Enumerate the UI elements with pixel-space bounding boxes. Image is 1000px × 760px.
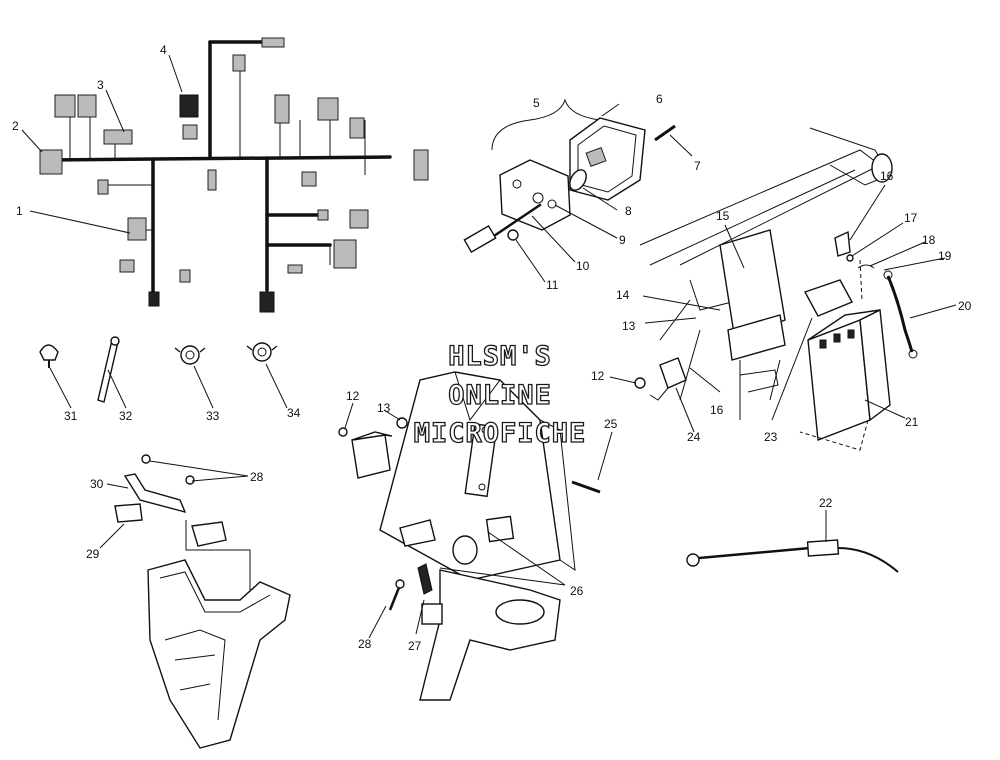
callout-labels: 1 2 3 4 5 6 7 8 9 10 11 12 12 13 13 14 1…	[12, 43, 972, 653]
callout-12-right: 12	[591, 369, 605, 383]
callout-26: 26	[570, 584, 584, 598]
watermark-line-3: MICROFICHE	[414, 418, 587, 449]
callout-20: 20	[958, 299, 972, 313]
callout-28-center: 28	[358, 637, 372, 651]
callout-22: 22	[819, 496, 833, 510]
callout-5: 5	[533, 96, 540, 110]
callout-15: 15	[716, 209, 730, 223]
callout-1: 1	[16, 204, 23, 218]
callout-17: 17	[904, 211, 918, 225]
frame-battery-assembly	[634, 127, 918, 451]
callout-10: 10	[576, 259, 590, 273]
callout-27: 27	[408, 639, 422, 653]
callout-6: 6	[656, 92, 663, 106]
fasteners-31-34	[39, 336, 278, 403]
watermark-line-1: HLSM'S	[448, 341, 552, 372]
callout-19: 19	[938, 249, 952, 263]
callout-13-right: 13	[622, 319, 636, 333]
callout-29: 29	[86, 547, 100, 561]
callout-8: 8	[625, 204, 632, 218]
callout-31: 31	[64, 409, 78, 423]
callout-4: 4	[160, 43, 167, 57]
center-mount-panel	[338, 371, 601, 701]
callout-13-center: 13	[377, 401, 391, 415]
callout-28-left: 28	[250, 470, 264, 484]
callout-21: 21	[905, 415, 919, 429]
callout-9: 9	[619, 233, 626, 247]
callout-33: 33	[206, 409, 220, 423]
callout-14: 14	[616, 288, 630, 302]
callout-11: 11	[546, 278, 559, 292]
callout-32: 32	[119, 409, 133, 423]
callout-12-center: 12	[346, 389, 360, 403]
callout-34: 34	[287, 406, 301, 420]
wiring-harness	[39, 37, 429, 313]
callout-3: 3	[97, 78, 104, 92]
front-bracket-bumper	[114, 454, 291, 749]
callout-16-bottom: 16	[710, 403, 724, 417]
callout-16-top: 16	[880, 169, 894, 183]
watermark-line-2: ONLINE	[448, 380, 552, 411]
callout-18: 18	[922, 233, 936, 247]
callout-2: 2	[12, 119, 19, 133]
ground-cable	[686, 539, 899, 573]
watermark: HLSM'S ONLINE MICROFICHE	[413, 340, 587, 449]
taillight-assembly	[463, 98, 676, 254]
callout-7: 7	[694, 159, 701, 173]
callout-24: 24	[687, 430, 701, 444]
leader-lines	[21, 54, 957, 639]
callout-30: 30	[90, 477, 104, 491]
callout-25: 25	[604, 417, 618, 431]
callout-23: 23	[764, 430, 778, 444]
